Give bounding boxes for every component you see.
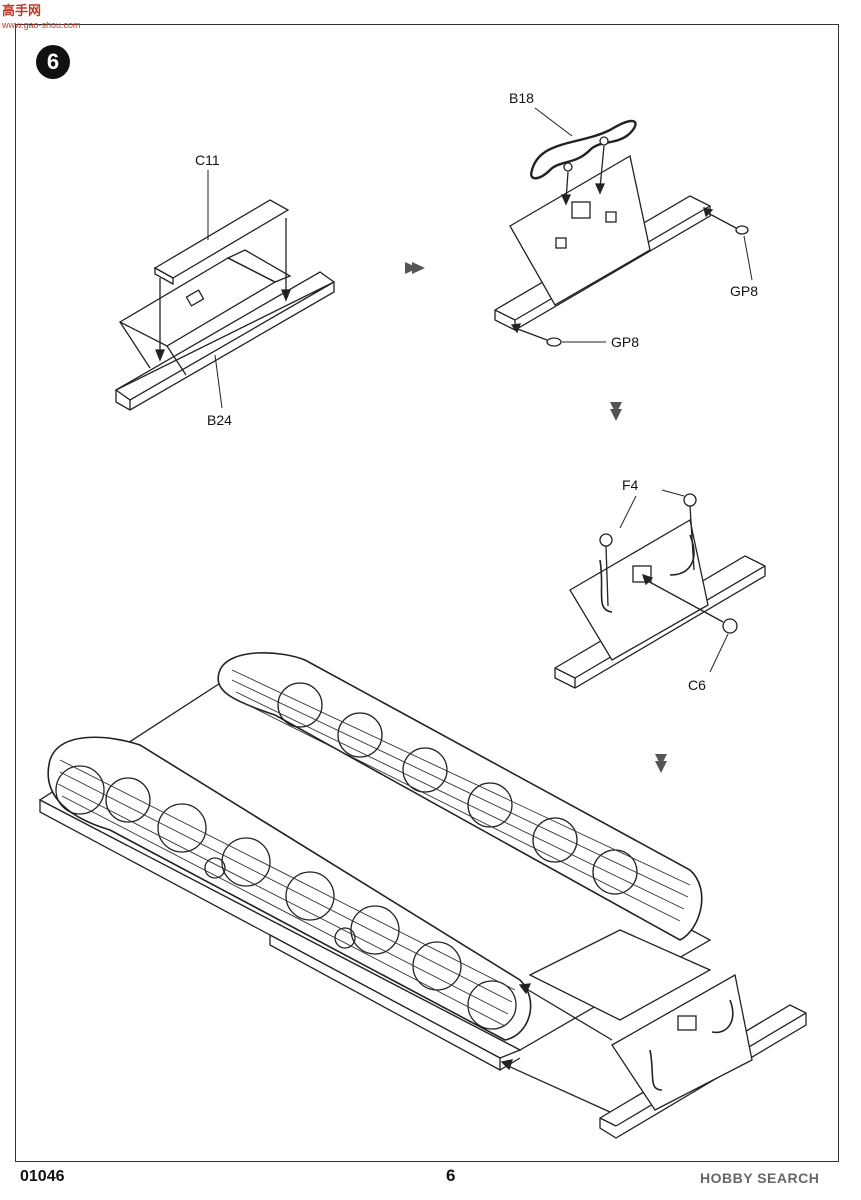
- rear-plate-f4-assembly: [554, 489, 766, 689]
- hobby-search-logo: HOBBY SEARCH: [700, 1170, 820, 1186]
- step-arrow-3: [655, 754, 667, 773]
- part-c11: [153, 199, 290, 286]
- step-number-badge: 6: [36, 45, 70, 79]
- label-gp8-lower: GP8: [611, 334, 640, 350]
- label-c6: C6: [688, 677, 706, 693]
- page-number: 6: [446, 1166, 456, 1185]
- left-road-wheels: [55, 765, 517, 1030]
- watermark-logo: 高手网 www.gao-shou.com: [2, 3, 81, 31]
- rear-plate-b24: [114, 249, 335, 411]
- hull-body: [38, 679, 712, 1072]
- page-frame: [15, 24, 839, 1162]
- part-gp8-lower: [510, 323, 606, 347]
- right-road-wheels: [277, 682, 638, 895]
- step-arrow-1: [405, 262, 425, 274]
- part-c6: [641, 573, 738, 673]
- label-c11: C11: [195, 152, 220, 168]
- step-arrow-2: [610, 402, 622, 421]
- label-gp8-right: GP8: [730, 283, 759, 299]
- rear-plate-b18-assembly: [494, 119, 711, 331]
- part-gp8-right: [703, 207, 753, 281]
- label-b18: B18: [509, 90, 534, 106]
- arrow-final-upper: [524, 987, 613, 1041]
- arrow-final-lower: [505, 1064, 611, 1113]
- rear-plate-final: [599, 973, 807, 1139]
- label-f4: F4: [622, 477, 639, 493]
- label-b24: B24: [207, 412, 232, 428]
- kit-code: 01046: [20, 1168, 65, 1185]
- right-track: [217, 652, 703, 941]
- track-links: [57, 669, 691, 1027]
